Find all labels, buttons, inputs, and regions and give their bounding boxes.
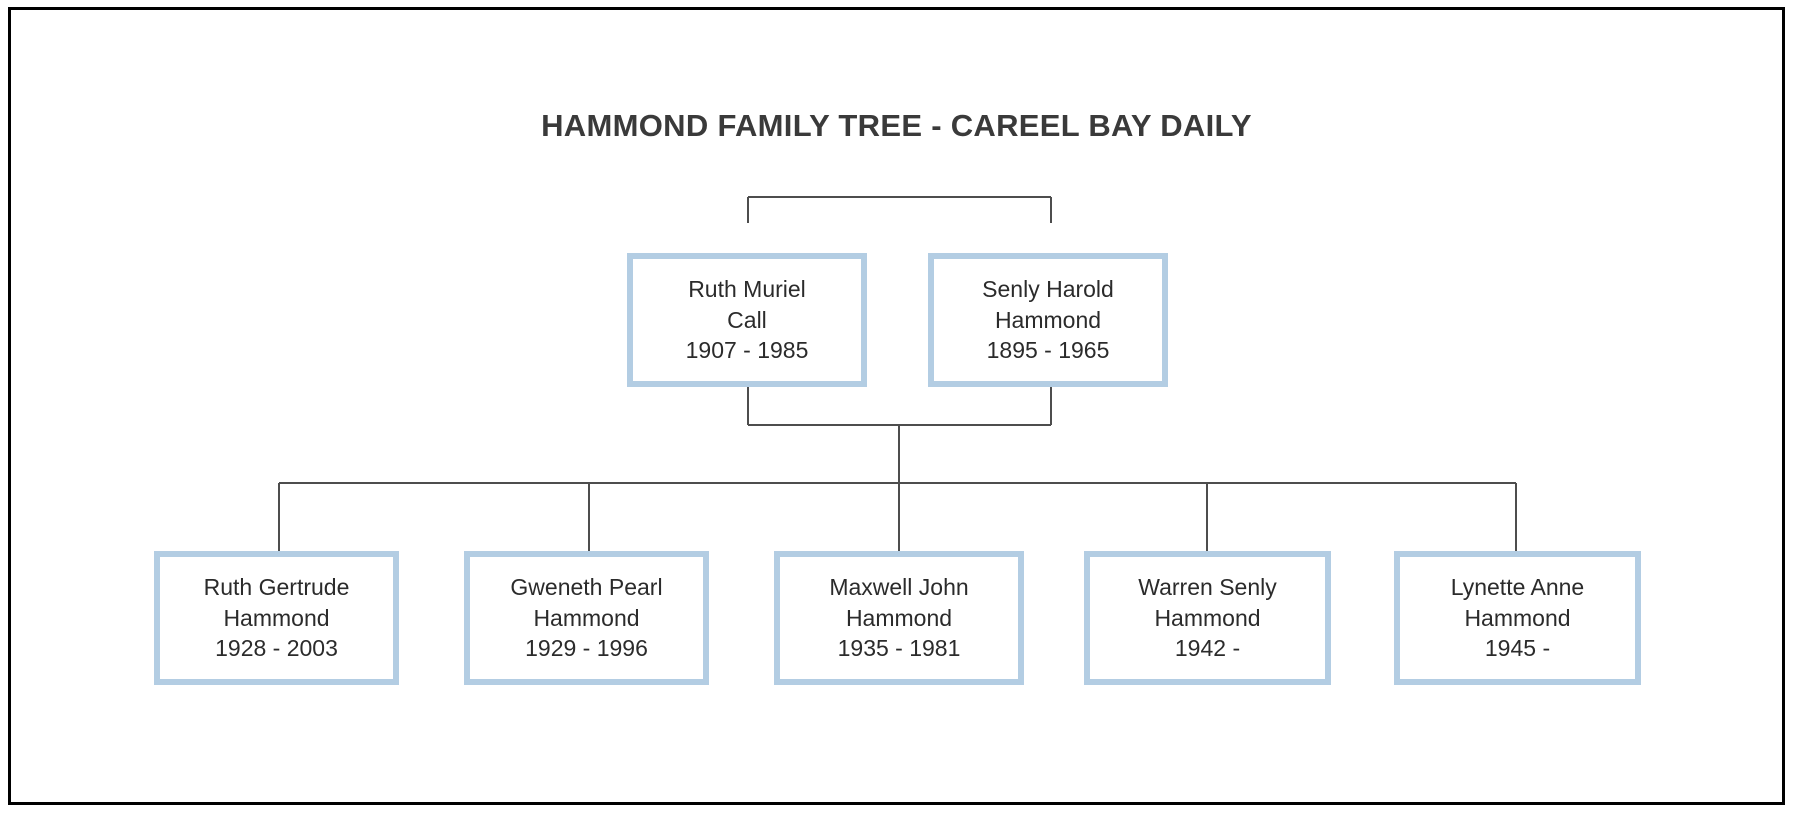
person-dates: 1928 - 2003 [215, 635, 338, 662]
person-name: Lynette Anne Hammond [1450, 574, 1585, 631]
person-name: Gweneth Pearl Hammond [510, 574, 663, 631]
person-dates: 1929 - 1996 [525, 635, 648, 662]
person-dates: 1895 - 1965 [986, 337, 1110, 364]
diagram-canvas: HAMMOND FAMILY TREE - CAREEL BAY DAILY [11, 10, 1782, 802]
person-node-warren-senly-hammond[interactable]: Warren Senly Hammond 1942 - [1084, 551, 1331, 685]
person-name: Maxwell John Hammond [829, 574, 969, 631]
person-dates: 1942 - [1174, 635, 1241, 662]
person-dates: 1935 - 1981 [837, 635, 961, 662]
person-node-ruth-muriel-call[interactable]: Ruth Muriel Call 1907 - 1985 [627, 253, 867, 387]
person-dates: 1945 - [1484, 635, 1551, 662]
page-title: HAMMOND FAMILY TREE - CAREEL BAY DAILY [541, 108, 1252, 143]
person-name: Senly Harold Hammond [982, 276, 1114, 333]
person-node-maxwell-john-hammond[interactable]: Maxwell John Hammond 1935 - 1981 [774, 551, 1024, 685]
diagram-frame: HAMMOND FAMILY TREE - CAREEL BAY DAILY [8, 7, 1785, 805]
person-node-lynette-anne-hammond[interactable]: Lynette Anne Hammond 1945 - [1394, 551, 1641, 685]
person-name: Ruth Muriel Call [688, 276, 806, 333]
person-node-ruth-gertrude-hammond[interactable]: Ruth Gertrude Hammond 1928 - 2003 [154, 551, 399, 685]
person-name: Warren Senly Hammond [1138, 574, 1277, 631]
person-node-gweneth-pearl-hammond[interactable]: Gweneth Pearl Hammond 1929 - 1996 [464, 551, 709, 685]
person-node-senly-harold-hammond[interactable]: Senly Harold Hammond 1895 - 1965 [928, 253, 1168, 387]
person-dates: 1907 - 1985 [685, 337, 809, 364]
person-name: Ruth Gertrude Hammond [203, 574, 350, 631]
